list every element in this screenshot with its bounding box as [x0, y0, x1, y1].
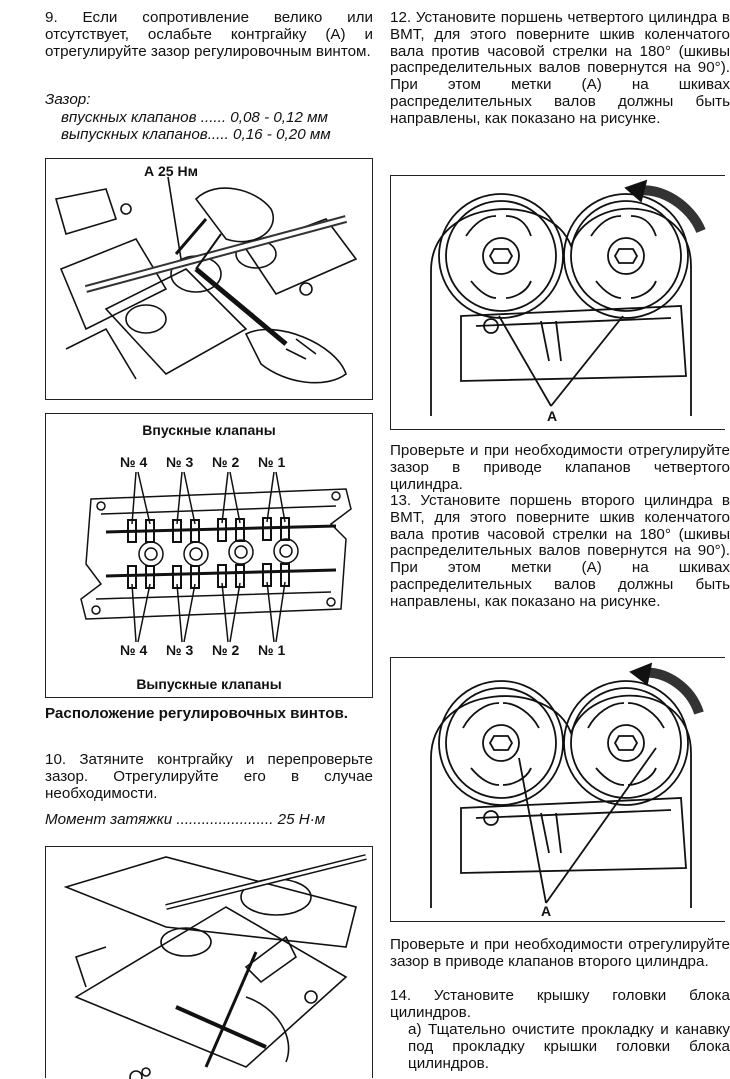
torque-spec: Момент затяжки ....................... 2… [45, 811, 326, 828]
mark-a-label-2: A [541, 903, 551, 919]
figure-timing-marks-cyl4: A [390, 175, 725, 430]
exhaust-num-2: № 2 [212, 642, 240, 658]
figure-valve-adjustment: А 25 Нм [45, 158, 373, 400]
intake-num-3: № 3 [166, 454, 194, 470]
step-14a-text: а) Тщательно очистите прокладку и канавк… [408, 1021, 730, 1072]
intake-valves-title: Впускные клапаны [142, 422, 276, 438]
gap-exhaust: выпускных клапанов..... 0,16 - 0,20 мм [61, 126, 331, 143]
figure-tighten-locknut [45, 846, 373, 1079]
exhaust-valves-title: Выпускные клапаны [136, 676, 282, 692]
mark-a-label-1: A [547, 408, 557, 424]
intake-num-1: № 1 [258, 454, 286, 470]
timing-pulleys-drawing-1: A [430, 179, 706, 424]
step-10-text: 10. Затяните контргайку и перепроверьте … [45, 751, 373, 802]
exhaust-num-1: № 1 [258, 642, 286, 658]
exhaust-num-4: № 4 [120, 642, 148, 658]
torque-label-a: А 25 Нм [144, 163, 198, 179]
check-cyl2-text: Проверьте и при необходимости отрегулиру… [390, 936, 730, 970]
step-9-text: 9. Если сопротивление велико или отсутст… [45, 9, 373, 60]
valve-adjustment-drawing [54, 176, 358, 384]
figure-valve-layout: Впускные клапаны № 4 № 3 № 2 № 1 [45, 413, 373, 698]
step-14-text: 14. Установите крышку головки блока цили… [390, 987, 730, 1021]
gap-intake: впускных клапанов ...... 0,08 - 0,12 мм [61, 109, 328, 126]
check-cyl4-text: Проверьте и при необходимости отрегулиру… [390, 442, 730, 493]
intake-num-4: № 4 [120, 454, 148, 470]
cylinder-head-drawing [80, 471, 352, 643]
timing-pulleys-drawing-2: A [430, 662, 704, 919]
gap-label: Зазор: [45, 91, 91, 108]
exhaust-num-3: № 3 [166, 642, 194, 658]
step-12-text: 12. Установите поршень четвертого цилинд… [390, 9, 730, 127]
figure-caption: Расположение регулировочных винтов. [45, 705, 349, 722]
tighten-locknut-drawing [63, 854, 367, 1079]
figure-timing-marks-cyl2: A [390, 657, 725, 922]
step-13-text: 13. Установите поршень второго цилиндра … [390, 492, 730, 610]
intake-num-2: № 2 [212, 454, 240, 470]
